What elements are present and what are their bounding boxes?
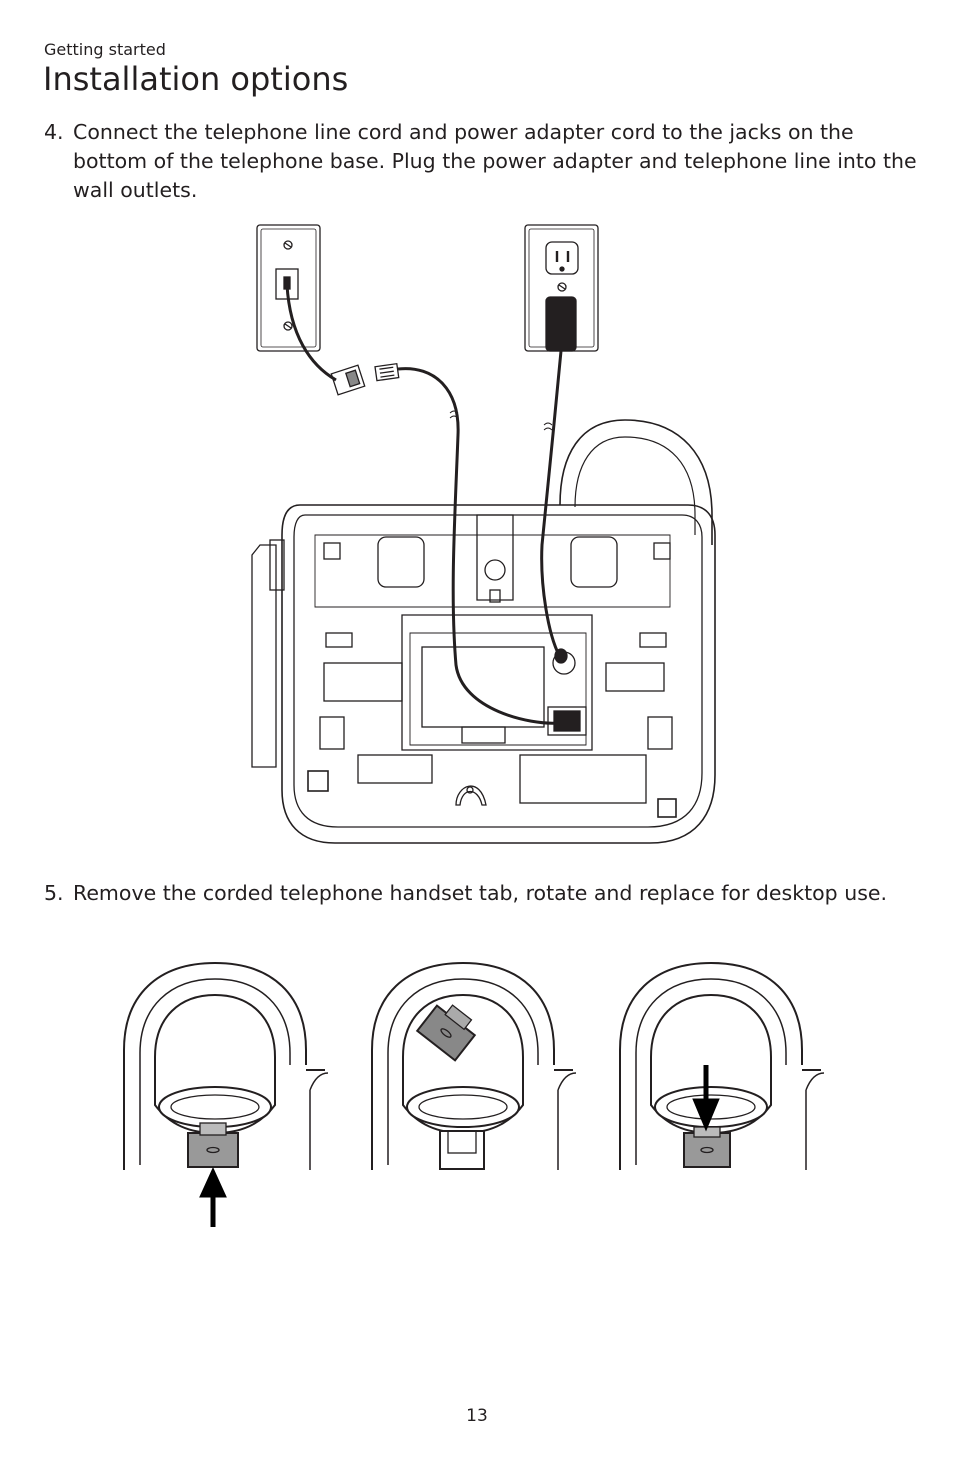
handset-tab-illustration xyxy=(110,955,840,1235)
power-outlet-icon xyxy=(524,224,599,352)
phone-plug-icon xyxy=(374,362,400,382)
cradle-step-3-icon xyxy=(619,962,825,1171)
step-text: Connect the telephone line cord and powe… xyxy=(73,120,917,202)
telephone-base-illustration xyxy=(230,215,730,860)
step-number: 4. xyxy=(44,120,64,144)
cradle-step-2-icon xyxy=(371,962,577,1171)
step-4: 4. Connect the telephone line cord and p… xyxy=(44,118,924,205)
step-number: 5. xyxy=(44,881,64,905)
cradle-step-1-icon xyxy=(123,962,329,1227)
page-number: 13 xyxy=(466,1406,488,1426)
step-5: 5. Remove the corded telephone handset t… xyxy=(44,879,924,908)
step-text: Remove the corded telephone handset tab,… xyxy=(73,881,888,905)
section-label: Getting started xyxy=(44,40,166,59)
page-title: Installation options xyxy=(43,60,349,98)
line-splitter-icon xyxy=(330,364,366,396)
